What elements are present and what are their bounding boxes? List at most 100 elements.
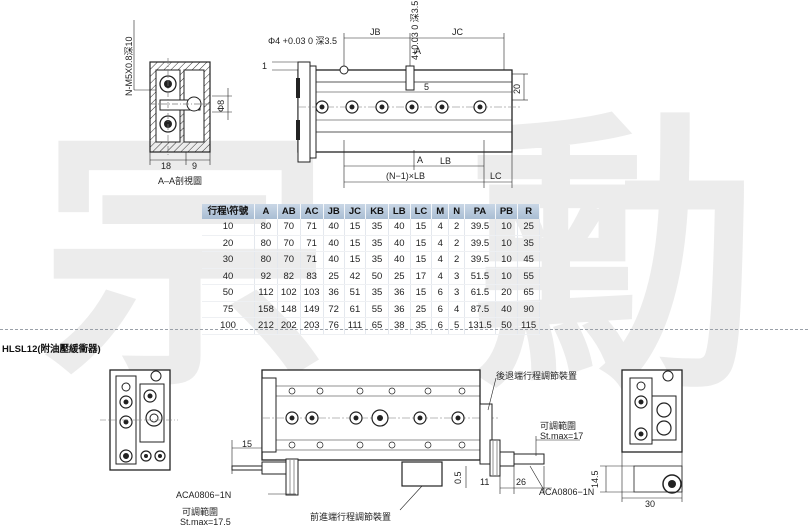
spec-table-cell: 42 bbox=[344, 268, 367, 285]
spec-table-cell: 40 bbox=[388, 251, 411, 269]
dim-9-label: 9 bbox=[192, 161, 198, 171]
shock-absorber-right-label: ACA0806−1N bbox=[539, 487, 595, 497]
spec-table-cell: 55 bbox=[365, 301, 389, 318]
spec-table-cell: 149 bbox=[300, 301, 324, 318]
dim-20-label: 20 bbox=[512, 83, 522, 94]
spec-table-cell: 76 bbox=[323, 317, 345, 335]
spec-table-cell: 15 bbox=[344, 219, 367, 236]
spec-table-cell: 51.5 bbox=[464, 268, 496, 285]
spec-table-cell: 39.5 bbox=[464, 251, 496, 269]
spec-table-cell: 103 bbox=[300, 284, 324, 302]
section-a-top-label: A bbox=[415, 46, 422, 56]
spec-table-cell: 6 bbox=[431, 317, 450, 335]
header-ac: AC bbox=[300, 204, 324, 219]
spec-table-cell: 35 bbox=[517, 235, 541, 252]
spec-table-cell: 45 bbox=[517, 251, 541, 269]
spec-table-cell: 80 bbox=[254, 219, 278, 236]
spec-table-cell: 75 bbox=[202, 301, 255, 318]
dim-05-label: 0.5 bbox=[453, 471, 463, 484]
spec-table-cell: 202 bbox=[277, 317, 301, 335]
spec-table-cell: 30 bbox=[202, 251, 255, 269]
lower-left-end-view bbox=[100, 369, 178, 471]
spec-table-cell: 102 bbox=[277, 284, 301, 302]
spec-table-cell: 212 bbox=[254, 317, 278, 335]
adjust-range-right-label: 可調範圍 bbox=[540, 421, 577, 431]
spec-table-cell: 90 bbox=[517, 301, 541, 318]
spec-table-cell: 25 bbox=[323, 268, 345, 285]
header-m: M bbox=[431, 204, 450, 219]
spec-table-cell: 10 bbox=[202, 219, 255, 236]
header-pb: PB bbox=[495, 204, 519, 219]
spec-table-cell: 80 bbox=[254, 235, 278, 252]
spec-table-cell: 112 bbox=[254, 284, 278, 302]
spec-table-cell: 35 bbox=[365, 235, 389, 252]
spec-table-cell: 10 bbox=[495, 235, 519, 252]
spec-table-cell: 115 bbox=[517, 317, 541, 335]
spec-table-cell: 25 bbox=[517, 219, 541, 236]
dim-lc-label: LC bbox=[490, 171, 502, 181]
spec-table-cell: 70 bbox=[277, 219, 301, 236]
header-stroke: 行程\符號 bbox=[202, 204, 255, 219]
spec-table-cell: 17 bbox=[410, 268, 433, 285]
spec-table-cell: 4 bbox=[431, 219, 450, 236]
spec-table-cell: 15 bbox=[410, 235, 433, 252]
spec-table-cell: 10 bbox=[495, 251, 519, 269]
spec-table-cell: 61 bbox=[344, 301, 367, 318]
dim-jb-label: JB bbox=[370, 27, 381, 37]
shock-absorber-left-label: ACA0806−1N bbox=[176, 490, 232, 500]
stmax-left-label: St.max=17.5 bbox=[180, 517, 231, 527]
spec-table-cell: 80 bbox=[254, 251, 278, 269]
spec-table-cell: 50 bbox=[495, 317, 519, 335]
spec-table-cell: 2 bbox=[448, 235, 466, 252]
header-jb: JB bbox=[323, 204, 345, 219]
dim-jc-label: JC bbox=[452, 27, 463, 37]
spec-table-cell: 111 bbox=[344, 317, 367, 335]
spec-table-cell: 35 bbox=[365, 251, 389, 269]
lower-section-title: HLSL12(附油壓緩衝器) bbox=[2, 344, 101, 355]
spec-table-cell: 203 bbox=[300, 317, 324, 335]
spec-table-cell: 20 bbox=[202, 235, 255, 252]
rear-adjuster-label: 後退端行程調節裝置 bbox=[496, 371, 578, 381]
spec-table-cell: 40 bbox=[495, 301, 519, 318]
header-lb: LB bbox=[388, 204, 411, 219]
section-view-aa bbox=[133, 20, 232, 165]
spec-table-cell: 71 bbox=[300, 251, 324, 269]
spec-table-cell: 15 bbox=[410, 284, 433, 302]
spec-table-cell: 25 bbox=[388, 268, 411, 285]
spec-table-cell: 40 bbox=[388, 219, 411, 236]
spec-table-cell: 4 bbox=[431, 235, 450, 252]
dim-phi8-label: Φ8 bbox=[216, 99, 226, 112]
spec-table-cell: 35 bbox=[365, 219, 389, 236]
spec-table-cell: 51 bbox=[344, 284, 367, 302]
spec-table-cell: 39.5 bbox=[464, 219, 496, 236]
header-lc: LC bbox=[410, 204, 433, 219]
spec-table-cell: 2 bbox=[448, 219, 466, 236]
spec-table-cell: 36 bbox=[323, 284, 345, 302]
dim-15-label: 15 bbox=[242, 439, 253, 449]
spec-table-cell: 50 bbox=[202, 284, 255, 302]
spec-table-cell: 82 bbox=[277, 268, 301, 285]
dim-30-label: 30 bbox=[645, 499, 656, 509]
header-jc: JC bbox=[344, 204, 367, 219]
spec-table-cell: 50 bbox=[365, 268, 389, 285]
vertical-hole-label: 4+0.03 0 深3.5 bbox=[410, 0, 420, 60]
spec-table-cell: 71 bbox=[300, 235, 324, 252]
spec-table-cell: 15 bbox=[410, 251, 433, 269]
spec-table-cell: 3 bbox=[448, 268, 466, 285]
spec-table-cell: 5 bbox=[448, 317, 466, 335]
spec-table-cell: 131.5 bbox=[464, 317, 496, 335]
spec-table-cell: 40 bbox=[388, 235, 411, 252]
spec-table-cell: 35 bbox=[365, 284, 389, 302]
stmax-right-label: St.max=17 bbox=[540, 431, 584, 441]
spec-table-cell: 148 bbox=[277, 301, 301, 318]
spec-table-cell: 55 bbox=[517, 268, 541, 285]
spec-table-cell: 25 bbox=[410, 301, 433, 318]
spec-table-cell: 92 bbox=[254, 268, 278, 285]
spec-table-cell: 20 bbox=[495, 284, 519, 302]
spec-table-cell: 70 bbox=[277, 235, 301, 252]
dim-1-label: 1 bbox=[262, 61, 268, 71]
